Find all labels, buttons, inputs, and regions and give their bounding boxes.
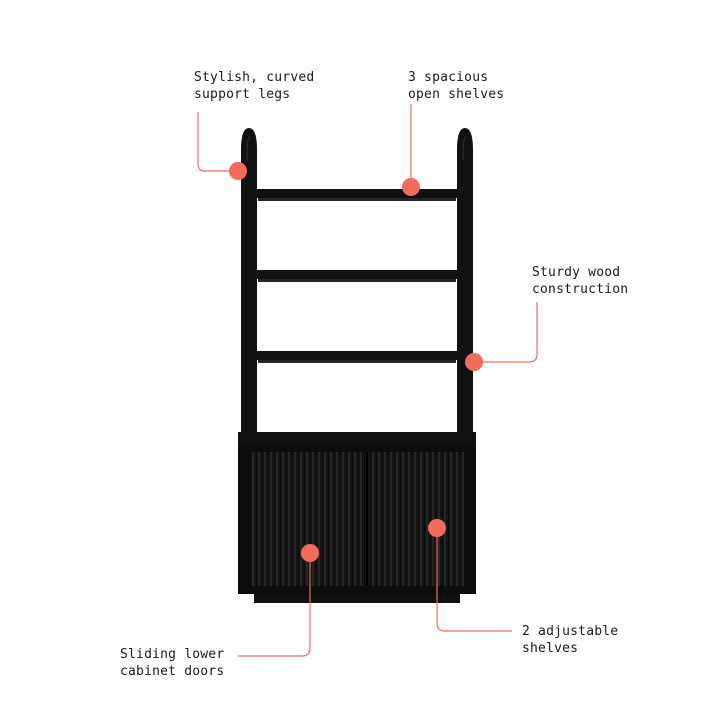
bookcase bbox=[238, 128, 476, 603]
callout-legs: Stylish, curved support legs bbox=[194, 69, 314, 103]
leader-legs bbox=[197, 112, 238, 172]
callout-adjustable-line1: 2 adjustable bbox=[522, 624, 619, 639]
callout-wood: Sturdy wood construction bbox=[532, 264, 628, 298]
cabinet-top bbox=[238, 432, 476, 446]
callout-wood-line2: construction bbox=[532, 282, 629, 297]
hotspot-adjustable[interactable] bbox=[428, 519, 446, 537]
callout-legs-line1: Stylish, curved bbox=[194, 70, 315, 85]
open-shelf-top bbox=[252, 189, 462, 201]
sliding-door-right bbox=[368, 452, 464, 586]
callout-shelves-line2: open shelves bbox=[408, 87, 505, 102]
right-curved-leg bbox=[457, 128, 473, 440]
leader-wood bbox=[474, 302, 538, 363]
hotspot-wood[interactable] bbox=[465, 353, 483, 371]
cabinet-base bbox=[254, 594, 460, 603]
open-shelf-middle bbox=[252, 270, 462, 282]
callout-wood-line1: Sturdy wood bbox=[532, 265, 621, 280]
hotspot-legs[interactable] bbox=[229, 162, 247, 180]
callout-shelves: 3 spacious open shelves bbox=[408, 69, 504, 103]
callout-legs-line2: support legs bbox=[194, 87, 291, 102]
callout-doors-line1: Sliding lower bbox=[120, 647, 225, 662]
sliding-door-left bbox=[250, 452, 366, 586]
hotspots bbox=[229, 162, 483, 562]
leader-lines bbox=[197, 104, 538, 657]
leader-adjustable bbox=[436, 528, 512, 632]
callout-adjustable-line2: shelves bbox=[522, 641, 579, 656]
hotspot-doors[interactable] bbox=[301, 544, 319, 562]
leader-doors bbox=[238, 553, 311, 657]
left-curved-leg bbox=[241, 128, 257, 440]
callout-doors: Sliding lower cabinet doors bbox=[120, 646, 224, 680]
hotspot-shelves[interactable] bbox=[402, 178, 420, 196]
callout-doors-line2: cabinet doors bbox=[120, 664, 225, 679]
callout-adjustable: 2 adjustable shelves bbox=[522, 623, 618, 657]
callout-shelves-line1: 3 spacious bbox=[408, 70, 489, 85]
open-shelf-bottom bbox=[252, 351, 462, 363]
